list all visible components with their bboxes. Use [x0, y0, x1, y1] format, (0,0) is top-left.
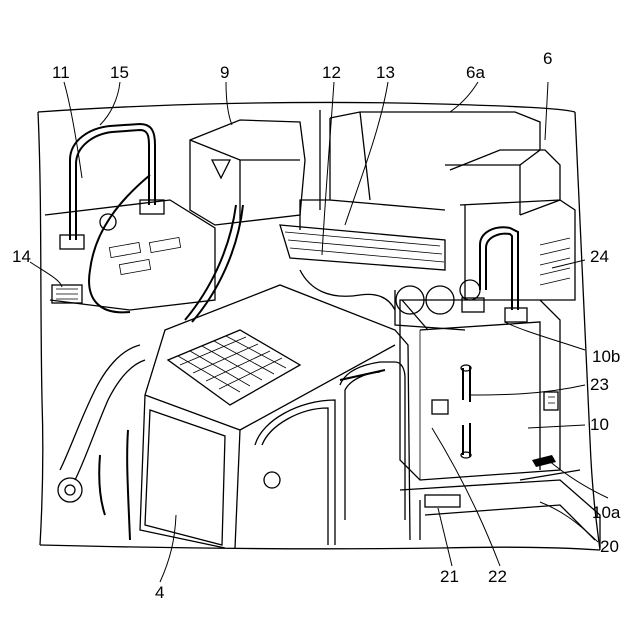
cab-4	[58, 285, 410, 548]
deck-20	[400, 455, 600, 548]
numeral-9: 9	[220, 63, 229, 82]
numeral-23: 23	[590, 375, 609, 394]
reference-numerals: 11 15 9 12 13 6a 6 14 24 10b 23 10 10a 2…	[12, 49, 621, 602]
numeral-22: 22	[488, 567, 507, 586]
left-deck-9-11-14-15	[45, 120, 305, 322]
leader-lines	[30, 82, 608, 582]
numeral-6: 6	[543, 49, 552, 68]
numeral-21: 21	[440, 567, 459, 586]
numeral-20: 20	[600, 537, 619, 556]
numeral-15: 15	[110, 63, 129, 82]
numeral-14: 14	[12, 247, 31, 266]
cover-6	[330, 112, 575, 322]
numeral-12: 12	[322, 63, 341, 82]
numeral-11: 11	[52, 63, 70, 82]
numeral-13: 13	[376, 63, 395, 82]
numeral-10: 10	[590, 415, 609, 434]
numeral-4: 4	[155, 583, 164, 602]
numeral-10b: 10b	[592, 347, 620, 366]
numeral-6a: 6a	[466, 63, 485, 82]
numeral-10a: 10a	[592, 503, 621, 522]
numeral-24: 24	[590, 247, 609, 266]
